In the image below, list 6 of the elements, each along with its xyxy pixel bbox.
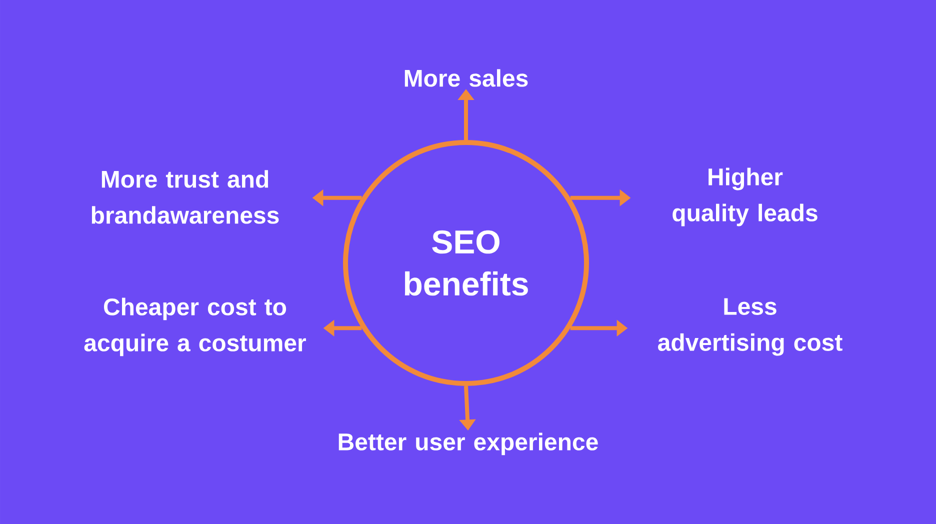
benefit-label: Less advertising cost (658, 298, 842, 356)
benefit-label: More trust and brandawareness (92, 170, 279, 224)
benefit-label: Better user experience (338, 432, 598, 456)
benefit-label: Higher quality leads (672, 168, 818, 226)
benefit-label: Cheaper cost to acquire a costumer (84, 298, 306, 356)
benefit-label: More sales (404, 69, 528, 87)
